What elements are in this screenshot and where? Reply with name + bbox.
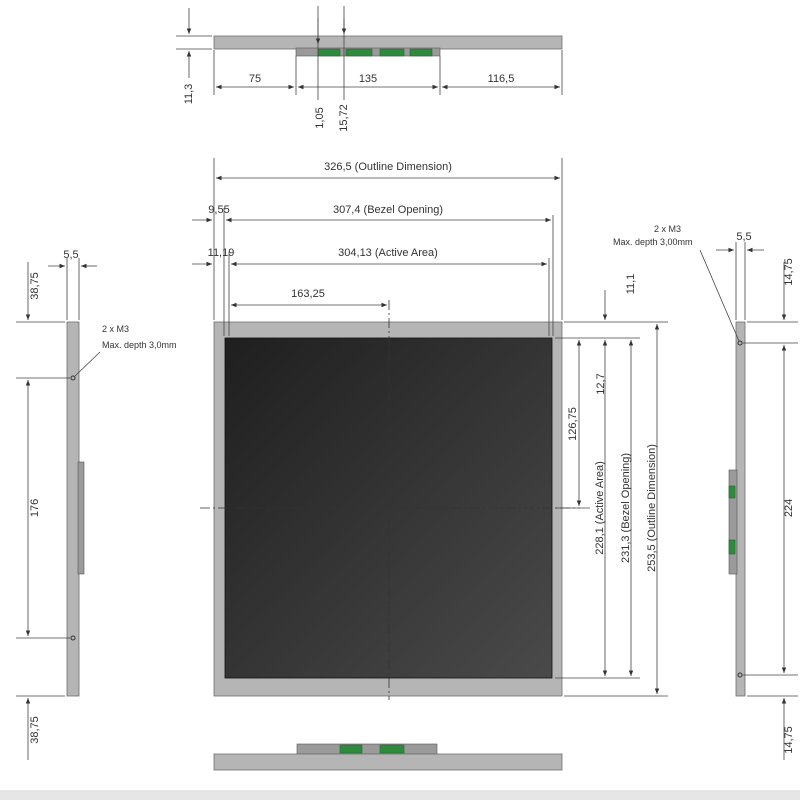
dim-bezel-width: 307,4 (Bezel Opening): [333, 204, 443, 216]
top-view-pcb-4: [409, 48, 433, 57]
left-dim-bottom: 38,75: [29, 716, 41, 744]
left-screw-hole-top: [70, 375, 76, 381]
right-side-bracket: [728, 469, 738, 575]
dim-bezel-height: 231,3 (Bezel Opening): [620, 453, 632, 563]
right-side-pcb-2: [728, 539, 736, 555]
right-dim-bottom: 14,75: [783, 726, 795, 754]
right-dim-top: 14,75: [783, 258, 795, 286]
dim-outline-height: 253,5 (Outline Dimension): [646, 444, 658, 572]
dim-active-height: 228,1 (Active Area): [594, 461, 606, 555]
right-note-depth: Max. depth 3,00mm: [613, 237, 693, 247]
bottom-view-pcb-1: [339, 744, 363, 754]
left-dim-top: 38,75: [29, 272, 41, 300]
right-screw-hole-top: [737, 340, 743, 346]
right-screw-hole-bottom: [737, 672, 743, 678]
right-side-frame: [735, 321, 746, 697]
dim-top-a: 1,05: [314, 107, 326, 128]
dim-top-thickness: 11,3: [183, 84, 195, 105]
dim-top-right: 116,5: [488, 73, 515, 85]
right-dim-mid: 224: [783, 499, 795, 517]
dim-active-width: 304,13 (Active Area): [338, 247, 438, 259]
left-note-depth: Max. depth 3,0mm: [102, 340, 177, 350]
bottom-strip: [0, 790, 800, 800]
top-view-pcb-1: [317, 48, 341, 57]
dim-top-left: 75: [249, 73, 261, 85]
top-view-frame: [213, 35, 563, 50]
dim-bezel-margin: 9,55: [208, 204, 229, 216]
right-dim-width: 5,5: [736, 231, 751, 243]
dim-active-margin: 11,19: [208, 247, 235, 259]
left-note-thread: 2 x M3: [102, 324, 129, 334]
dim-center-x: 163,25: [291, 288, 325, 300]
left-side-view: 5,5 38,75 176 38,75 2 x M3 Max. depth 3,…: [16, 249, 177, 760]
bottom-view-pcb-2: [379, 744, 405, 754]
dim-outline-width: 326,5 (Outline Dimension): [324, 161, 452, 173]
left-dim-mid: 176: [29, 499, 41, 517]
top-view-pcb-2: [345, 48, 373, 57]
left-screw-hole-bottom: [70, 635, 76, 641]
left-dim-width: 5,5: [63, 249, 78, 261]
top-view: 75 135 116,5 11,3 1,05 15,72: [176, 6, 563, 132]
left-side-bracket: [77, 461, 85, 575]
top-view-pcb-3: [379, 48, 405, 57]
bottom-view-bracket: [296, 743, 438, 755]
dim-top-b: 15,72: [338, 104, 350, 132]
bottom-view: [213, 743, 563, 771]
right-side-pcb-1: [728, 485, 736, 499]
dim-top-margin: 11,1: [625, 274, 637, 295]
dim-top-mid: 135: [359, 73, 377, 85]
right-note-thread: 2 x M3: [654, 224, 681, 234]
bottom-view-frame: [213, 753, 563, 771]
dim-center-y: 126,75: [567, 407, 579, 441]
front-view: 326,5 (Outline Dimension) 9,55 307,4 (Be…: [192, 158, 668, 700]
right-side-view: 5,5 14,75 224 14,75 2 x M3 Max. depth 3,…: [613, 224, 798, 760]
